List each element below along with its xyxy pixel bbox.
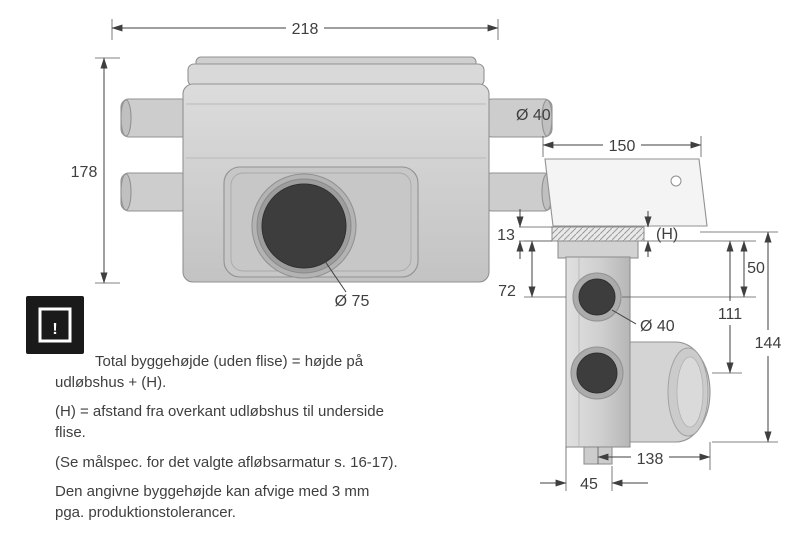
- dim-13-label-bg: [493, 226, 519, 243]
- note-paragraph-1: Total byggehøjde (uden flise) = højde på…: [55, 353, 364, 391]
- dim-218-label: 218: [292, 21, 319, 38]
- tile-flange: [551, 226, 645, 242]
- outlet-opening: [261, 183, 347, 269]
- dim-13-label: 13: [497, 227, 515, 244]
- dim-72-label: 72: [498, 283, 516, 300]
- lower-outlet-opening: [576, 352, 618, 394]
- warning-icon: !: [26, 296, 84, 354]
- front-right-pipe-top-cap: [541, 99, 553, 137]
- note-paragraph-2: (H) = afstand fra overkant udløbshus til…: [55, 403, 384, 442]
- pipe-collar: [557, 240, 639, 259]
- note-paragraph-4: Den angivne byggehøjde kan afvige med 3 …: [55, 483, 370, 522]
- dim-45-label: 45: [580, 476, 598, 493]
- dim-o75-label: Ø 75: [335, 293, 370, 310]
- dim-178-label: 178: [71, 164, 98, 181]
- bracket-hole: [670, 175, 682, 187]
- front-left-pipe-bottom-cap: [120, 173, 132, 211]
- dim-150-label: 150: [609, 138, 636, 155]
- dim-h-label: (H): [656, 226, 678, 243]
- note-paragraph-3: (Se målspec. for det valgte afløbsarmatu…: [55, 453, 398, 471]
- front-view: 218 178 Ø 40 Ø 75: [66, 18, 553, 310]
- warning-exclamation: !: [52, 321, 57, 338]
- note-block: Total byggehøjde (uden flise) = højde på…: [55, 352, 400, 533]
- dim-50-label: 50: [747, 260, 765, 277]
- side-view: 150 13 (H) 72: [493, 135, 781, 493]
- dim-o40-side-label: Ø 40: [640, 318, 675, 335]
- dim-o75-leader: [315, 247, 347, 293]
- dim-o40-front-label: Ø 40: [516, 107, 551, 124]
- dim-111-label: 111: [718, 306, 742, 323]
- dim-218-label-bg: [286, 18, 324, 38]
- dim-138-label: 138: [637, 451, 664, 468]
- front-left-pipe-top-cap: [120, 99, 132, 137]
- dim-138-label-bg: [631, 449, 669, 467]
- warning-icon-frame: [38, 307, 72, 343]
- dim-150-label-bg: [603, 135, 641, 154]
- side-outlet-pipe-end-inner: [676, 356, 704, 428]
- dim-o40-side-leader: [611, 309, 637, 325]
- upper-outlet-opening: [578, 278, 616, 316]
- dim-178-label-bg: [66, 162, 102, 181]
- housing-lid: [187, 63, 485, 87]
- mounting-bracket: [544, 158, 708, 227]
- dim-144-label: 144: [755, 335, 782, 352]
